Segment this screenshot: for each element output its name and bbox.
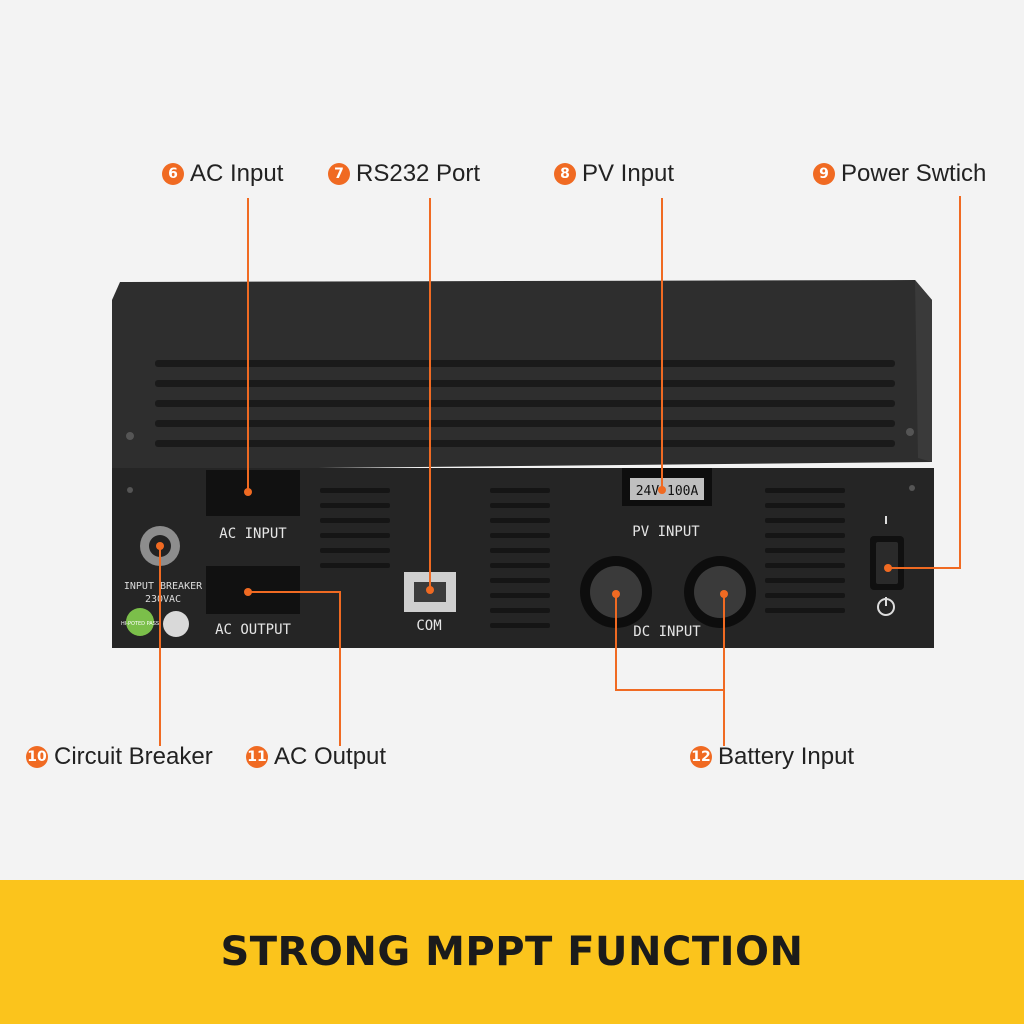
callout-label: Circuit Breaker	[54, 743, 213, 770]
callout-badge: 12	[690, 746, 712, 768]
ac-output-socket	[206, 566, 300, 614]
panel-label-breaker-line1: INPUT BREAKER	[124, 581, 203, 592]
callout-badge: 6	[162, 163, 184, 185]
ac-input-socket	[206, 470, 300, 516]
callout-label: Battery Input	[718, 743, 855, 770]
panel-label-dc-input: DC INPUT	[633, 624, 701, 640]
inverter-illustration: AC INPUT AC OUTPUT COM PV INPUT 24V 100A…	[112, 196, 961, 746]
callout-badge: 10	[26, 746, 48, 768]
hipot-sticker	[126, 608, 154, 636]
callout-rs232-port: 7 RS232 Port	[328, 160, 480, 188]
callout-ac-output: 11 AC Output	[246, 743, 386, 771]
callout-badge: 7	[328, 163, 350, 185]
feature-banner: STRONG MPPT FUNCTION	[0, 880, 1024, 1024]
callout-label: AC Output	[274, 743, 387, 770]
panel-label-ac-input: AC INPUT	[219, 526, 287, 542]
callout-power-switch: 9 Power Swtich	[813, 160, 986, 188]
callout-ac-input: 6 AC Input	[162, 160, 283, 188]
callout-pv-input: 8 PV Input	[554, 160, 674, 188]
upper-vents	[155, 360, 895, 447]
panel-label-breaker-line2: 230VAC	[145, 594, 181, 605]
callout-badge: 8	[554, 163, 576, 185]
panel-label-com: COM	[416, 618, 441, 634]
callout-label: PV Input	[582, 160, 675, 187]
callout-circuit-breaker: 10 Circuit Breaker	[26, 743, 213, 771]
panel-label-pv-input: PV INPUT	[632, 524, 700, 540]
callout-lines	[156, 196, 961, 746]
banner-title: STRONG MPPT FUNCTION	[220, 929, 804, 975]
panel-label-pv-rating: 24V 100A	[636, 484, 699, 499]
callout-label: AC Input	[190, 160, 284, 187]
callout-label: Power Swtich	[841, 160, 987, 187]
callout-label: RS232 Port	[356, 160, 481, 187]
callout-battery-input: 12 Battery Input	[690, 743, 854, 771]
callout-badge: 9	[813, 163, 835, 185]
product-photo-area: AC INPUT AC OUTPUT COM PV INPUT 24V 100A…	[26, 160, 987, 771]
panel-label-ac-output: AC OUTPUT	[215, 622, 291, 638]
hipot-sticker-text: HI-POTED PASS	[121, 621, 159, 627]
callout-badge: 11	[246, 746, 268, 768]
